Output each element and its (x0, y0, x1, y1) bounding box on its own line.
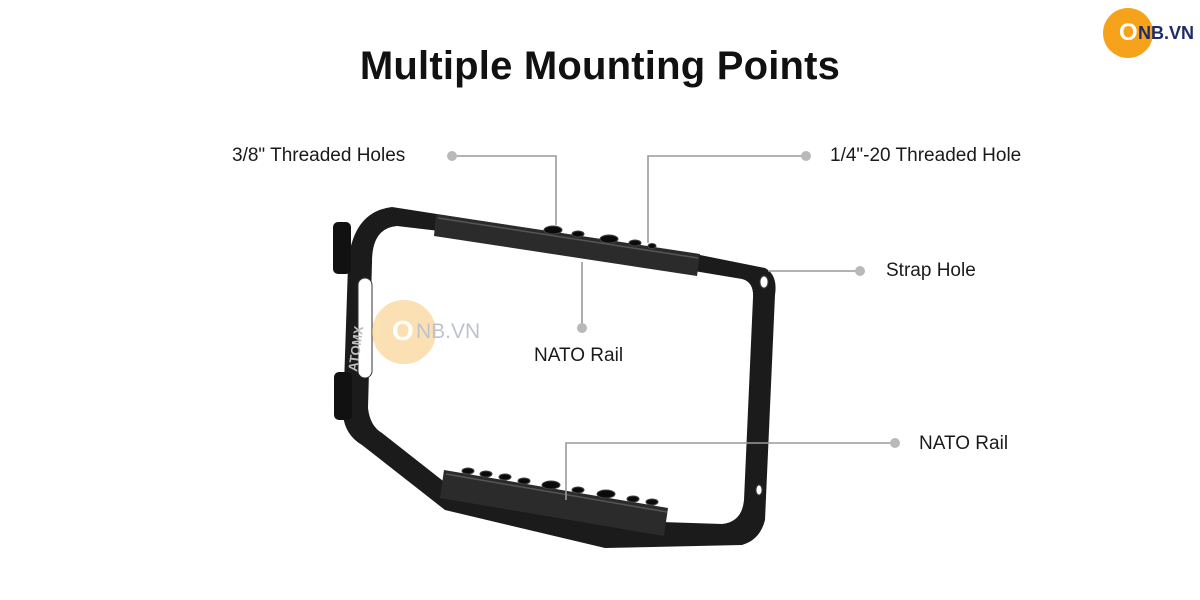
bottom-nato-rail (440, 470, 668, 536)
watermark-text: NB.VN (416, 320, 481, 343)
top-rail-hole (647, 243, 657, 249)
side-hole (755, 484, 763, 496)
bottom-rail-hole (571, 486, 585, 494)
page-title: Multiple Mounting Points (359, 44, 841, 88)
callout-dot (855, 266, 865, 276)
callout-line-threaded-14 (647, 155, 806, 243)
bottom-rail-hole (645, 498, 659, 506)
watermark-logo: O NB.VN (372, 300, 492, 364)
callout-dot (801, 151, 811, 161)
watermark-letter: O (392, 315, 414, 346)
strap-hole (759, 275, 769, 289)
bottom-rail-highlight (445, 473, 668, 513)
side-engraving: ATOMX (345, 325, 366, 373)
watermark-circle (372, 300, 436, 364)
bottom-rail-hole (517, 477, 531, 485)
callout-line-nato-bottom (565, 442, 895, 500)
label-nato-rail-top: NATO Rail (534, 345, 624, 366)
callout-dot (577, 323, 587, 333)
callout-dot (890, 438, 900, 448)
top-rail-hole (571, 230, 585, 238)
logo-text: NB.VN (1138, 23, 1195, 43)
top-rail-hole (628, 239, 642, 247)
label-threaded-holes-38: 3/8" Threaded Holes (232, 145, 406, 166)
logo-circle (1103, 8, 1153, 58)
bottom-rail-hole (498, 473, 512, 481)
bottom-rail-hole (596, 489, 616, 499)
bottom-rail-hole (626, 495, 640, 503)
bottom-rail-hole (461, 467, 475, 475)
logo-letter: O (1119, 19, 1138, 46)
brand-logo: O NB.VN (1103, 8, 1200, 58)
label-strap-hole: Strap Hole (886, 260, 976, 281)
bottom-rail-hole (479, 470, 493, 478)
callout-line-threaded-38 (452, 155, 557, 225)
callout-dot (447, 151, 457, 161)
bottom-rail-hole (541, 480, 561, 490)
label-nato-rail-bottom: NATO Rail (919, 433, 1009, 454)
top-nato-rail (434, 214, 700, 276)
label-threaded-hole-14: 1/4"-20 Threaded Hole (830, 145, 1022, 166)
top-rail-hole (543, 225, 563, 235)
left-knob-top (333, 222, 351, 274)
left-knob-bottom (334, 372, 352, 420)
top-rail-highlight (437, 217, 699, 259)
top-rail-hole (599, 234, 619, 244)
